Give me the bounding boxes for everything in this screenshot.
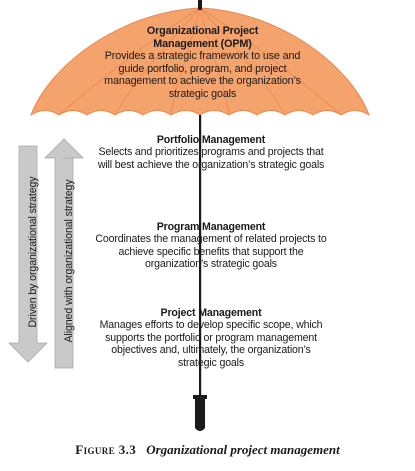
- umbrella-shaft: [199, 115, 202, 395]
- figure-title: Organizational project management: [146, 442, 340, 457]
- umbrella-tip: [198, 0, 202, 10]
- program-block: Program Management Coordinates the manag…: [95, 221, 327, 271]
- umbrella-canopy: [29, 7, 371, 117]
- figure-number: Figure 3.3: [75, 442, 137, 457]
- opm-title-line2: Management (OPM): [153, 37, 252, 50]
- handle-collar: [193, 395, 207, 399]
- project-block: Project Management Manages efforts to de…: [95, 307, 327, 369]
- down-arrow: [8, 145, 48, 363]
- opm-title-line1: Organizational Project: [146, 25, 259, 37]
- project-description: Manages efforts to develop specific scop…: [99, 319, 323, 369]
- aligned-with-strategy-label: Aligned with organizational strategy: [63, 179, 75, 343]
- program-description: Coordinates the management of related pr…: [95, 233, 327, 271]
- portfolio-block: Portfolio Management Selects and priorit…: [95, 134, 327, 171]
- project-title: Project Management: [160, 307, 262, 319]
- portfolio-title: Portfolio Management: [156, 134, 266, 146]
- opm-block: Organizational Project Management (OPM) …: [100, 25, 305, 101]
- canopy-ribs: [58, 7, 342, 116]
- driven-by-strategy-label: Driven by organizational strategy: [27, 176, 39, 328]
- up-arrow: [44, 138, 84, 369]
- umbrella-handle: [195, 395, 205, 431]
- opm-description: Provides a strategic framework to use an…: [104, 50, 301, 100]
- figure-caption: Figure 3.3 Organizational project managem…: [0, 442, 415, 458]
- portfolio-description: Selects and prioritizes programs and pro…: [97, 146, 325, 171]
- program-title: Program Management: [156, 221, 266, 233]
